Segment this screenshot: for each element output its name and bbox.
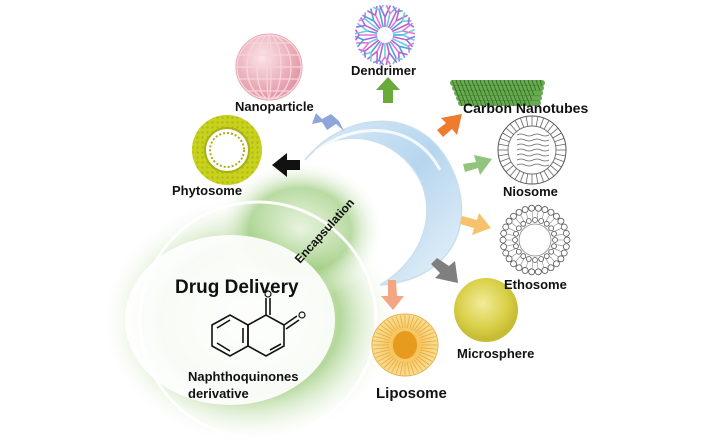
- label-ethosome: Ethosome: [504, 277, 567, 292]
- dendrimer-icon: [352, 2, 418, 68]
- arrow-to-phytosome: [272, 153, 300, 177]
- central-crescent: [304, 120, 463, 286]
- label-dendrimer: Dendrimer: [351, 63, 416, 78]
- arrow-to-dendrimer: [376, 77, 400, 103]
- arrow-to-microsphere: [431, 258, 458, 283]
- niosome-icon: [497, 115, 567, 185]
- label-microsphere: Microsphere: [457, 346, 534, 361]
- arrow-to-ethosome: [460, 213, 491, 235]
- naphthoquinone-structure: [211, 290, 306, 357]
- arrows: [272, 77, 492, 310]
- label-phytosome: Phytosome: [172, 183, 242, 198]
- arrow-to-liposome: [381, 280, 404, 310]
- label-drug-delivery: Drug Delivery: [175, 277, 299, 298]
- phytosome-icon: [192, 115, 262, 185]
- label-liposome: Liposome: [376, 385, 447, 402]
- carbon-nanotubes-icon: [450, 79, 545, 107]
- label-nanoparticle: Nanoparticle: [235, 99, 314, 114]
- labels: Dendrimer Nanoparticle Carbon Nanotubes …: [172, 63, 588, 402]
- arrow-to-nanoparticle: [312, 113, 344, 131]
- liposome-icon: [371, 313, 439, 377]
- microsphere-icon: [454, 278, 518, 342]
- green-glow-background: [100, 160, 400, 445]
- label-niosome: Niosome: [503, 184, 558, 199]
- nanoparticle-icon: [235, 33, 303, 101]
- arrow-to-niosome: [463, 155, 492, 175]
- label-naphthoquinones: Naphthoquinones: [188, 369, 299, 384]
- arrow-to-carbon-nanotubes: [437, 114, 462, 137]
- label-derivative: derivative: [188, 386, 249, 401]
- ethosome-icon: [499, 204, 571, 276]
- label-carbon-nanotubes: Carbon Nanotubes: [463, 100, 588, 116]
